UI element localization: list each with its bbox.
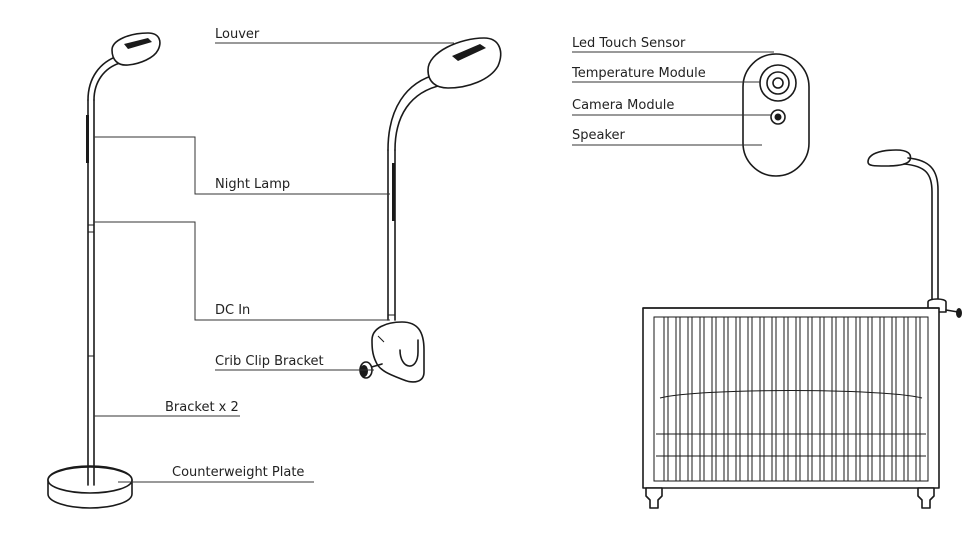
label-louver: Louver [215, 27, 260, 42]
crib-clip-drawing [359, 37, 502, 383]
label-temperature-module: Temperature Module [571, 66, 706, 81]
night-lamp-strip-2 [392, 163, 395, 221]
floor-stand-drawing [47, 32, 161, 509]
label-led-touch-sensor: Led Touch Sensor [572, 36, 686, 51]
night-lamp-strip [86, 115, 89, 163]
callout-lines [94, 42, 774, 483]
camera-head [111, 32, 161, 66]
label-night-lamp: Night Lamp [215, 177, 290, 192]
label-counterweight-plate: Counterweight Plate [172, 465, 304, 480]
callout-labels: Louver Night Lamp DC In Crib Clip Bracke… [165, 27, 706, 480]
crib-drawing [642, 149, 962, 509]
label-speaker: Speaker [572, 128, 626, 143]
label-crib-clip-bracket: Crib Clip Bracket [215, 354, 324, 369]
crib-slats [663, 317, 921, 481]
camera-head-2 [427, 37, 502, 89]
label-bracket-x2: Bracket x 2 [165, 400, 239, 415]
label-camera-module: Camera Module [572, 98, 674, 113]
label-dc-in: DC In [215, 303, 250, 318]
crib-clip [371, 321, 425, 383]
